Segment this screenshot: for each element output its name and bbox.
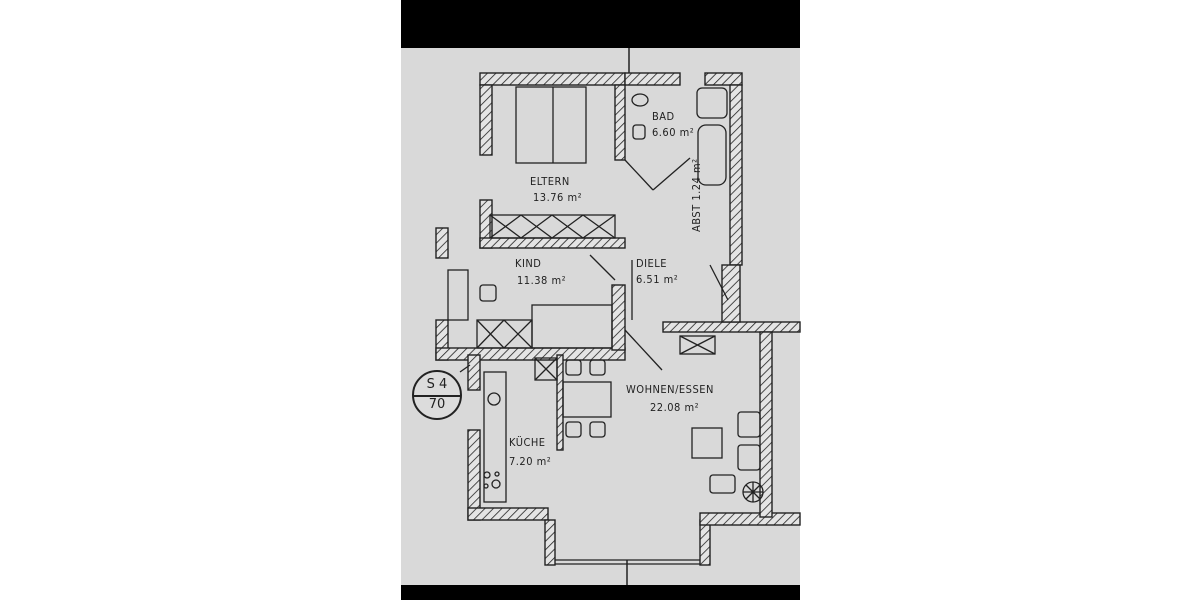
fixtures [447,86,764,565]
room-name: ABST [690,204,703,232]
top-black-band [401,0,800,48]
section-tag-divider [414,395,460,397]
section-tag-bottom: 70 [428,397,446,412]
room-area: 1.24 m² [690,158,703,201]
room-area-kind: 11.38 m² [517,274,567,287]
bottom-black-band [401,585,800,600]
room-label-diele: DIELE [636,257,668,270]
room-area-kueche: 7.20 m² [509,455,552,468]
room-area-eltern: 13.76 m² [533,191,583,204]
room-area-diele: 6.51 m² [636,273,679,286]
section-tag-top: S 4 [426,377,448,392]
walls [435,72,801,566]
room-label-kind: KIND [515,257,542,270]
room-area-wohnen-essen: 22.08 m² [650,401,700,414]
room-label-bad: BAD [652,110,675,123]
room-area-bad: 6.60 m² [652,126,695,139]
room-label-wohnen-essen: WOHNEN/ESSEN [626,383,714,396]
room-label-kueche: KÜCHE [509,436,546,449]
room-name: BAD [652,110,675,123]
room-label-abst: ABST 1.24 m² [690,158,703,232]
section-tag: S 4 70 [412,370,462,420]
room-label-eltern: ELTERN [530,175,570,188]
